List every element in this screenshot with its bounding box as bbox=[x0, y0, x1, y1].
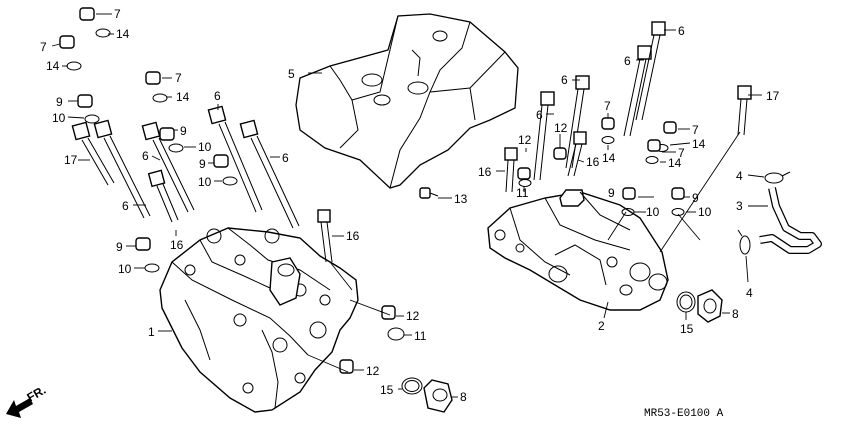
diagram-code: MR53-E0100 A bbox=[644, 408, 724, 420]
callout-14: 14 bbox=[602, 151, 616, 165]
callout-10: 10 bbox=[198, 175, 212, 189]
callout-4: 4 bbox=[736, 169, 743, 183]
front-direction-arrow: FR. bbox=[6, 383, 48, 418]
callout-numbers: 7 14 7 14 5 7 14 9 10 17 6 6 9 10 6 9 10… bbox=[40, 7, 780, 404]
callout-6: 6 bbox=[214, 89, 221, 103]
callout-14: 14 bbox=[46, 59, 60, 73]
callout-5: 5 bbox=[288, 67, 295, 81]
callout-9: 9 bbox=[116, 240, 123, 254]
callout-16: 16 bbox=[478, 165, 492, 179]
callout-9: 9 bbox=[199, 157, 206, 171]
callout-10: 10 bbox=[52, 111, 66, 125]
callout-15: 15 bbox=[380, 383, 394, 397]
callout-6: 6 bbox=[536, 108, 543, 122]
callout-4: 4 bbox=[746, 286, 753, 300]
callout-12: 12 bbox=[366, 364, 380, 378]
arrow-icon bbox=[6, 398, 33, 418]
cylinder-head-cover bbox=[295, 13, 519, 189]
callout-8: 8 bbox=[460, 390, 467, 404]
callout-10: 10 bbox=[198, 140, 212, 154]
callout-3: 3 bbox=[736, 199, 743, 213]
callout-9: 9 bbox=[180, 124, 187, 138]
breather-hose bbox=[759, 187, 822, 254]
callout-16: 16 bbox=[586, 155, 600, 169]
callout-6: 6 bbox=[678, 24, 685, 38]
callout-9: 9 bbox=[608, 186, 615, 200]
callout-7: 7 bbox=[175, 71, 182, 85]
callout-11: 11 bbox=[516, 186, 529, 200]
callout-13: 13 bbox=[454, 192, 468, 206]
caps-and-washers bbox=[59, 7, 685, 374]
callout-6: 6 bbox=[282, 151, 289, 165]
callout-9: 9 bbox=[692, 191, 699, 205]
callout-14: 14 bbox=[176, 90, 190, 104]
callout-10: 10 bbox=[698, 205, 712, 219]
callout-14: 14 bbox=[692, 137, 706, 151]
hose-clamp-lower bbox=[737, 229, 751, 255]
callout-7: 7 bbox=[604, 99, 611, 113]
callout-17: 17 bbox=[64, 153, 78, 167]
callout-14: 14 bbox=[116, 27, 130, 41]
callout-11: 11 bbox=[414, 329, 427, 343]
callout-7: 7 bbox=[114, 7, 121, 21]
long-bolts-left bbox=[71, 105, 333, 263]
callout-17: 17 bbox=[766, 89, 780, 103]
callout-6: 6 bbox=[142, 149, 149, 163]
front-cylinder-head bbox=[487, 189, 669, 311]
callout-10: 10 bbox=[118, 262, 132, 276]
callout-7: 7 bbox=[678, 146, 685, 160]
callout-16: 16 bbox=[346, 229, 360, 243]
hose-clamp-upper bbox=[764, 171, 791, 184]
callout-1: 1 bbox=[148, 325, 155, 339]
callout-7: 7 bbox=[40, 40, 47, 54]
callout-6: 6 bbox=[624, 54, 631, 68]
leader-lines bbox=[51, 13, 768, 398]
callout-2: 2 bbox=[598, 319, 605, 333]
long-bolts-right bbox=[504, 21, 752, 193]
callout-15: 15 bbox=[680, 322, 694, 336]
callout-6: 6 bbox=[561, 73, 568, 87]
callout-16: 16 bbox=[170, 238, 184, 252]
callout-12: 12 bbox=[406, 309, 420, 323]
callout-14: 14 bbox=[668, 156, 682, 170]
callout-7: 7 bbox=[692, 123, 699, 137]
callout-12: 12 bbox=[554, 121, 568, 135]
rear-cylinder-head bbox=[159, 227, 359, 413]
callout-10: 10 bbox=[646, 205, 660, 219]
callout-8: 8 bbox=[732, 307, 739, 321]
callout-12: 12 bbox=[518, 133, 532, 147]
o-rings-and-plugs bbox=[401, 289, 723, 413]
callout-6: 6 bbox=[122, 199, 129, 213]
callout-9: 9 bbox=[56, 95, 63, 109]
